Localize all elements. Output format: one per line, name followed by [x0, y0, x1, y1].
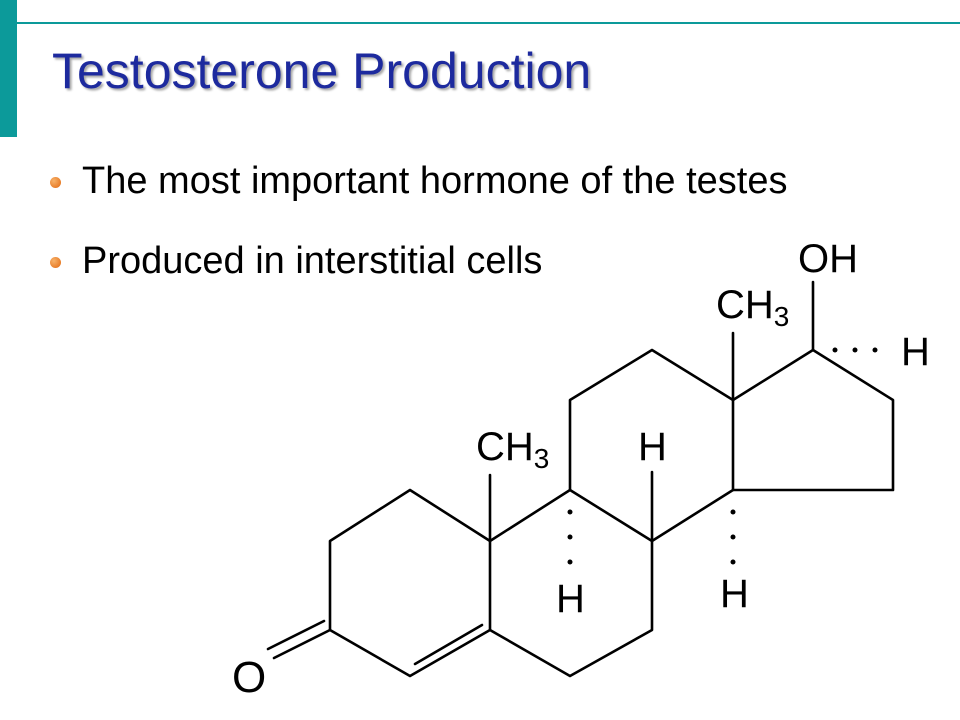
accent-bar [0, 0, 17, 137]
slide-title: Testosterone Production [52, 43, 592, 99]
methyl-c18-label: CH3 [716, 283, 789, 332]
hash-dot [567, 559, 573, 565]
ring-a [328, 488, 492, 678]
bullet-text: The most important hormone of the testes [82, 160, 788, 202]
hash-dot [730, 534, 736, 540]
hashed-bonds [567, 347, 878, 565]
hash-dot [832, 347, 838, 353]
hash-dot [730, 559, 736, 565]
bullet-dot-icon [50, 177, 61, 188]
methyl-c19-label: CH3 [476, 425, 549, 474]
h-c14-label: H [720, 572, 749, 616]
oxygen-label: O [232, 653, 266, 702]
hash-dot [872, 347, 878, 353]
bullet-dot-icon [50, 257, 61, 268]
bullet-text: Produced in interstitial cells [82, 240, 543, 282]
h-c8-label: H [638, 425, 667, 469]
hash-dot [730, 509, 736, 515]
molecule-bonds [266, 280, 895, 678]
double-bond-c4-c5 [413, 623, 484, 666]
bullet-item: The most important hormone of the testes [46, 160, 826, 202]
hash-dot [567, 534, 573, 540]
top-rule [17, 22, 960, 24]
h-c9-label: H [556, 577, 585, 621]
hash-dot [852, 347, 858, 353]
bullet-item: Produced in interstitial cells [46, 240, 826, 282]
ring-c [568, 348, 735, 543]
carbonyl-bond-2 [266, 619, 326, 651]
hydroxyl-label: OH [798, 237, 858, 281]
bullet-list: The most important hormone of the testes… [46, 160, 826, 320]
h-c17-label: H [901, 330, 930, 374]
carbonyl-bond [272, 628, 332, 660]
ring-b [488, 488, 654, 678]
ring-d [731, 348, 895, 492]
hash-dot [567, 509, 573, 515]
